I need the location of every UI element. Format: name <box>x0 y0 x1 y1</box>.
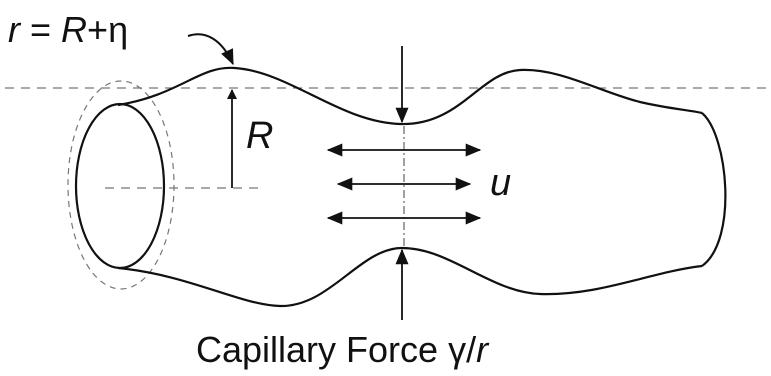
force-gamma: γ <box>448 329 466 370</box>
velocity-label: u <box>490 162 511 204</box>
eq-r: r <box>8 9 22 50</box>
eq-equals: = <box>20 9 61 50</box>
eq-eta: η <box>108 9 128 50</box>
force-r: r <box>476 329 490 370</box>
tube-right-end <box>701 112 727 267</box>
tube-upper-wall <box>117 66 703 126</box>
inlet-cross-section <box>74 102 166 270</box>
inlet-dashed-ellipse <box>67 80 175 290</box>
capillary-force-label: Capillary Force γ/r <box>196 329 490 370</box>
equation-pointer-arrow <box>187 33 234 66</box>
radius-label: R <box>246 115 273 157</box>
force-text: Capillary Force <box>196 329 448 370</box>
force-slash: / <box>466 329 476 370</box>
equation-label: r = R+η <box>8 9 128 50</box>
eq-R: R <box>61 9 87 50</box>
eq-plus: + <box>87 9 108 50</box>
tube-lower-wall <box>117 246 703 308</box>
